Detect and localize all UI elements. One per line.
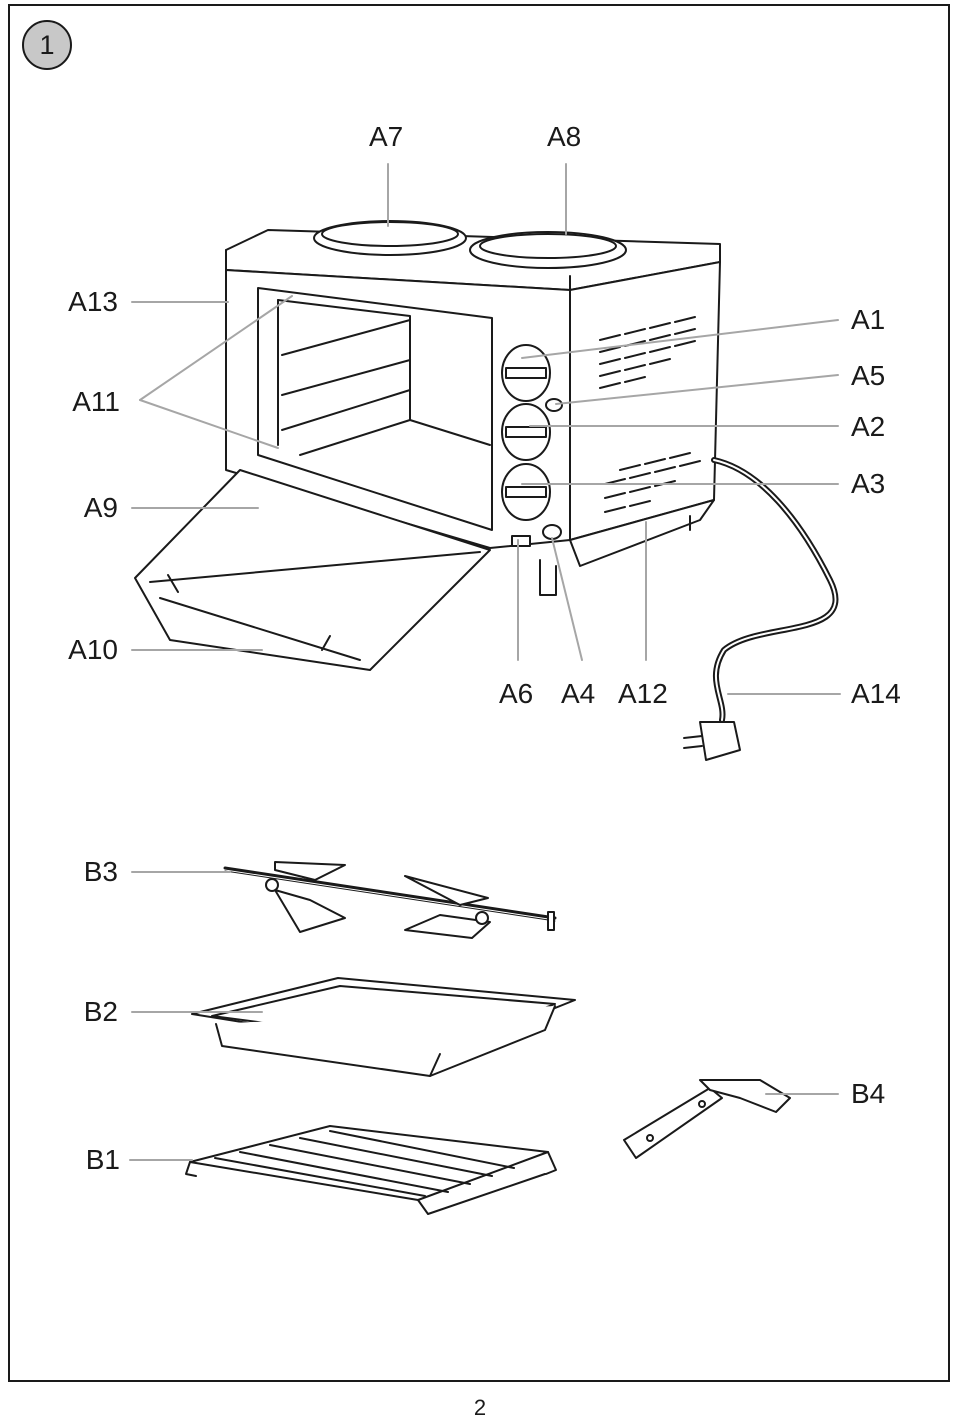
baking-tray	[191, 977, 576, 1077]
label-a12: A12	[618, 678, 668, 709]
label-a13: A13	[68, 286, 118, 317]
label-b2: B2	[83, 996, 118, 1027]
label-a10: A10	[68, 634, 118, 665]
figure-number-badge: 1	[22, 20, 72, 70]
label-a3: A3	[851, 468, 886, 499]
label-a14: A14	[851, 678, 901, 709]
leader-lines	[129, 163, 841, 1161]
label-a11: A11	[72, 386, 120, 417]
label-a7: A7	[369, 121, 404, 152]
wire-rack	[185, 1125, 557, 1215]
page-frame	[8, 4, 950, 1382]
label-a5: A5	[851, 360, 886, 391]
page-number: 2	[473, 1395, 487, 1420]
label-a4: A4	[561, 678, 596, 709]
label-a8: A8	[547, 121, 582, 152]
label-a9: A9	[83, 492, 118, 523]
label-b3: B3	[83, 856, 118, 887]
label-a2: A2	[851, 411, 886, 442]
tray-handle	[623, 1079, 791, 1159]
label-a6: A6	[499, 678, 534, 709]
label-b4: B4	[851, 1078, 886, 1109]
rotisserie-spit	[223, 861, 557, 939]
hot-plate-a7	[313, 220, 467, 256]
label-b1: B1	[85, 1144, 120, 1175]
oven-cavity	[257, 287, 493, 531]
hot-plate-a8	[469, 231, 627, 269]
label-a1: A1	[851, 304, 886, 335]
power-cord	[683, 457, 839, 761]
oven-door	[134, 469, 491, 671]
control-knobs	[501, 344, 563, 547]
